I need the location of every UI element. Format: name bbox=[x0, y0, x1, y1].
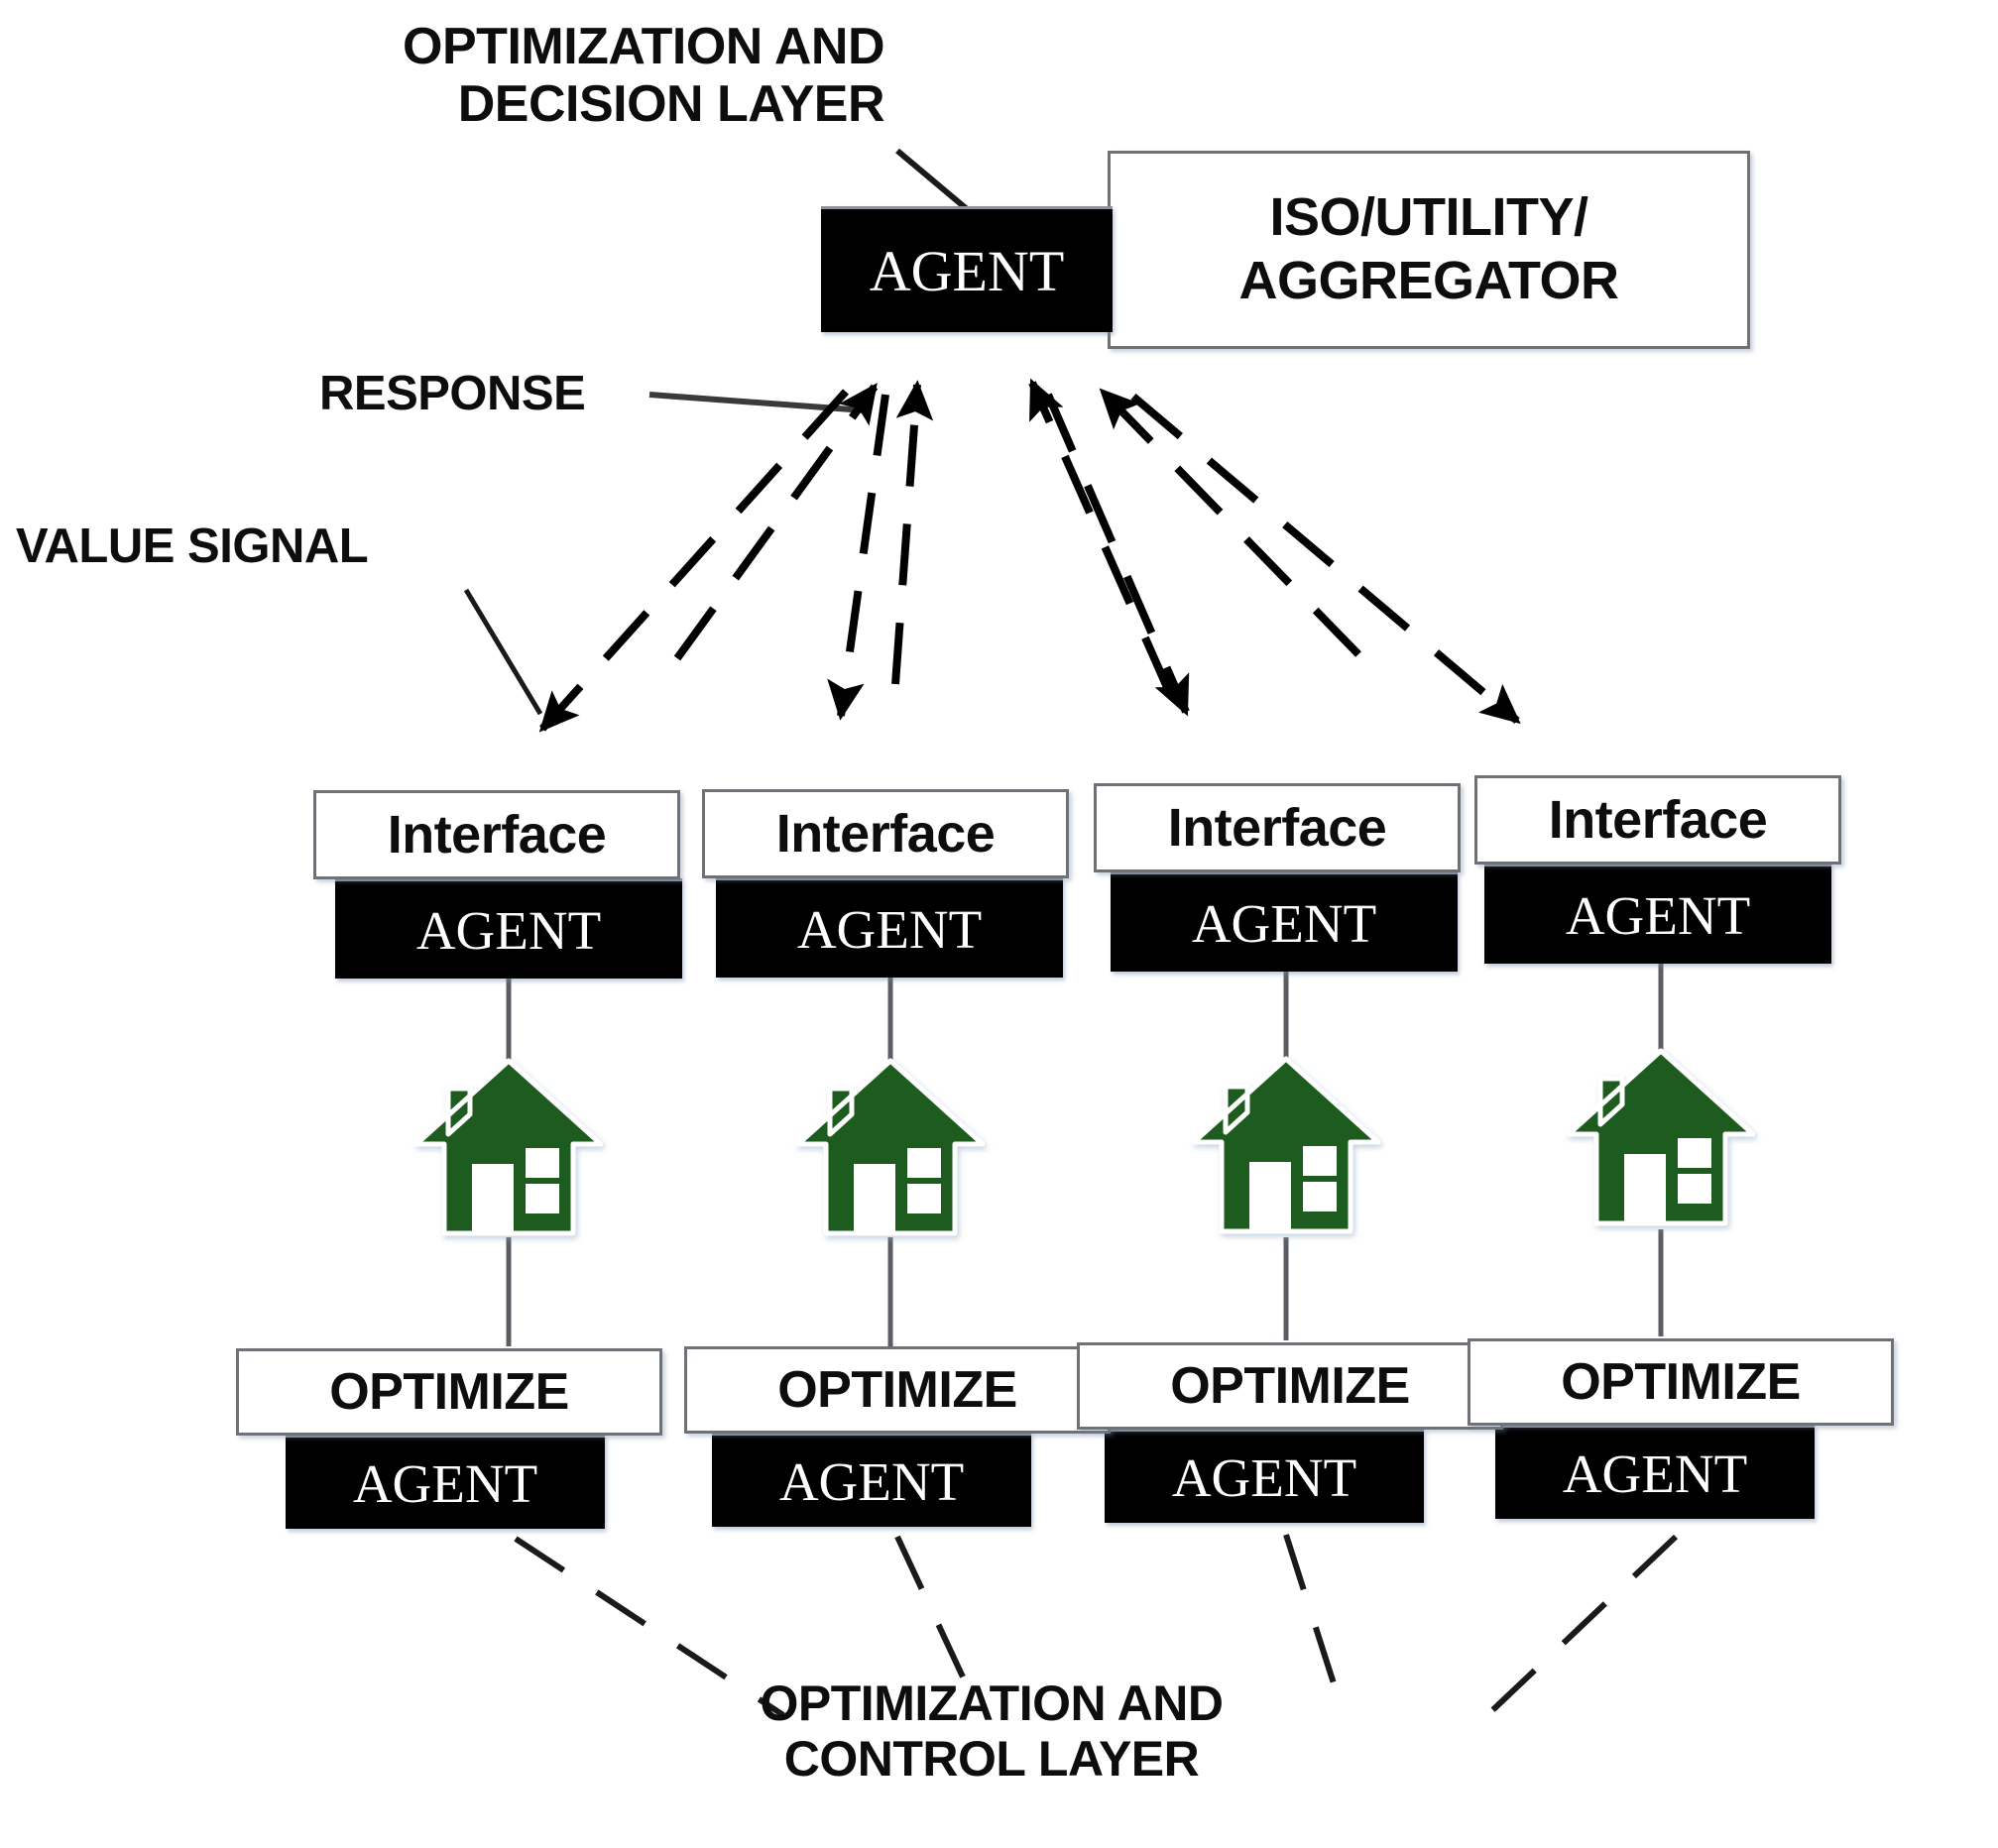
optimize-agent-box-4[interactable]: AGENT bbox=[1495, 1425, 1815, 1519]
arrow-down-4 bbox=[1130, 393, 1521, 725]
interface-agent-box-4[interactable]: AGENT bbox=[1484, 864, 1831, 964]
page-title-optimization-control-layer: OPTIMIZATION AND CONTROL LAYER bbox=[760, 1675, 1224, 1787]
arrow-up-1 bbox=[673, 383, 879, 661]
house-icon-3 bbox=[1191, 1051, 1381, 1237]
label-value-signal: VALUE SIGNAL bbox=[16, 520, 369, 573]
optimize-box-1[interactable]: OPTIMIZE bbox=[236, 1348, 662, 1436]
house-icon-2 bbox=[795, 1053, 986, 1239]
optimize-box-4[interactable]: OPTIMIZE bbox=[1468, 1338, 1894, 1426]
leader-response bbox=[648, 392, 866, 413]
optimize-box-2[interactable]: OPTIMIZE bbox=[684, 1346, 1111, 1434]
arrow-up-3 bbox=[1028, 378, 1174, 696]
leader-control-3 bbox=[1283, 1534, 1337, 1684]
page-title-optimization-decision-layer: OPTIMIZATION AND DECISION LAYER bbox=[403, 18, 884, 134]
house-icon-1 bbox=[413, 1053, 604, 1239]
interface-box-1[interactable]: Interface bbox=[313, 790, 680, 879]
interface-agent-box-1[interactable]: AGENT bbox=[335, 878, 682, 979]
leader-control-4 bbox=[1484, 1534, 1679, 1718]
leader-control-2 bbox=[894, 1535, 970, 1687]
iso-utility-aggregator-box[interactable]: ISO/UTILITY/ AGGREGATOR bbox=[1108, 151, 1750, 349]
top-agent-box[interactable]: AGENT bbox=[821, 206, 1113, 332]
interface-agent-box-2[interactable]: AGENT bbox=[716, 877, 1063, 978]
interface-box-2[interactable]: Interface bbox=[702, 789, 1069, 878]
house-icon-4 bbox=[1566, 1043, 1756, 1229]
optimize-agent-box-1[interactable]: AGENT bbox=[286, 1435, 605, 1529]
arrow-down-2 bbox=[827, 394, 889, 721]
interface-box-4[interactable]: Interface bbox=[1474, 775, 1841, 865]
arrow-down-1 bbox=[538, 389, 849, 733]
optimize-agent-box-3[interactable]: AGENT bbox=[1105, 1429, 1424, 1523]
label-response: RESPONSE bbox=[319, 367, 586, 420]
arrow-up-2 bbox=[891, 380, 934, 685]
leader-decision-layer bbox=[895, 148, 974, 216]
optimize-box-3[interactable]: OPTIMIZE bbox=[1077, 1342, 1503, 1430]
interface-box-3[interactable]: Interface bbox=[1094, 783, 1461, 872]
optimize-agent-box-2[interactable]: AGENT bbox=[712, 1433, 1031, 1527]
interface-agent-box-3[interactable]: AGENT bbox=[1111, 871, 1458, 972]
leader-value-signal bbox=[463, 588, 543, 716]
arrow-up-4 bbox=[1099, 388, 1361, 657]
arrow-down-3 bbox=[1044, 393, 1190, 717]
